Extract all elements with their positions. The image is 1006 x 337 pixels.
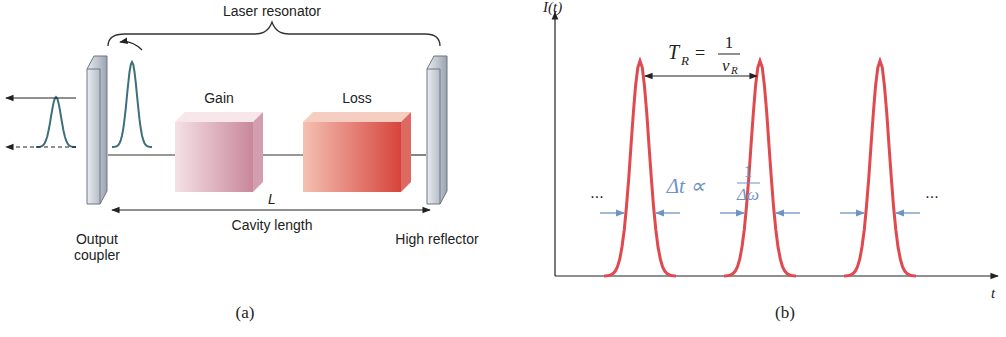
gain-medium: Gain — [175, 112, 263, 192]
node-label: Gain — [175, 90, 263, 106]
width-arrow — [840, 212, 864, 213]
x-axis — [555, 275, 998, 276]
loss-element: Loss — [303, 112, 411, 192]
width-arrow — [896, 212, 920, 213]
pulse — [112, 62, 152, 147]
fraction-bar — [737, 183, 760, 184]
high-reflector: High reflector — [426, 55, 448, 205]
output-coupler: Output coupler — [86, 55, 108, 205]
pulse-train — [604, 61, 916, 276]
width-arrow — [600, 212, 624, 213]
pulse — [36, 97, 76, 147]
ellipsis: ... — [925, 185, 938, 201]
numerator: 1 — [744, 163, 753, 180]
pulse — [844, 61, 916, 276]
length-symbol: L — [268, 192, 276, 206]
shape — [86, 55, 108, 205]
node-label: High reflector — [392, 231, 482, 247]
brace — [108, 22, 440, 46]
fraction-bar — [718, 54, 740, 55]
length-label: Cavity length — [232, 218, 313, 232]
output-arrow — [6, 97, 76, 98]
subscript: R — [731, 65, 738, 76]
beam-axis — [6, 146, 76, 147]
length-arrow — [112, 209, 430, 210]
return-arrow — [120, 42, 142, 50]
width-arrows — [600, 213, 920, 214]
subscript: R — [681, 54, 689, 67]
axis-label: I(t) — [543, 0, 562, 15]
shape — [426, 55, 448, 205]
denominator: ν — [722, 57, 730, 74]
panel-label: (a) — [236, 304, 255, 321]
beam-path — [108, 154, 175, 155]
width-arrow — [656, 212, 680, 213]
beam-path — [411, 154, 426, 155]
pulse — [724, 61, 796, 276]
axis-label: t — [991, 286, 995, 301]
period-arrow — [645, 75, 757, 76]
pulse — [604, 61, 676, 276]
y-axis — [554, 12, 555, 276]
resonator-label: Laser resonator — [223, 4, 321, 18]
width-arrow — [776, 212, 800, 213]
denominator: Δω — [737, 186, 759, 203]
beam-path — [263, 154, 303, 155]
equals: = — [695, 44, 705, 62]
node-label: Loss — [303, 90, 411, 106]
numerator: 1 — [725, 34, 734, 51]
ellipsis: ... — [590, 185, 603, 201]
width-symbol: Δt ∝ — [667, 176, 705, 197]
width-arrow — [720, 212, 744, 213]
shape — [303, 112, 411, 192]
shape — [175, 112, 263, 192]
panel-label: (b) — [775, 304, 795, 321]
node-label: Output coupler — [52, 231, 142, 263]
period-symbol: T — [668, 42, 679, 62]
